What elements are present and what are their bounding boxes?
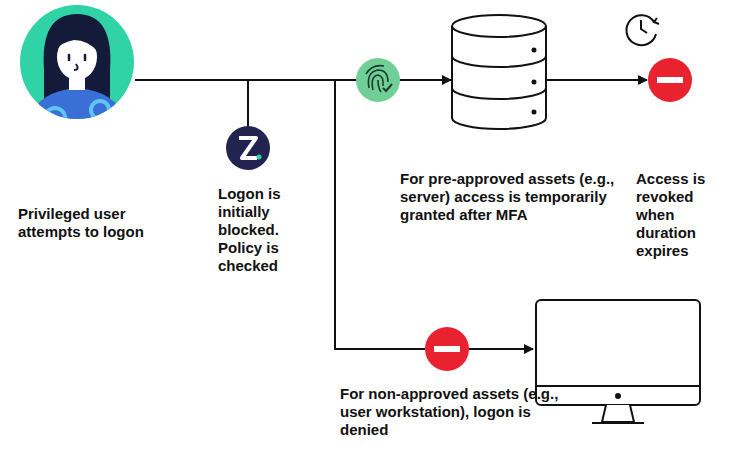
timer-clock <box>626 15 659 45</box>
mfa-fingerprint <box>356 58 400 102</box>
user-node: Privileged user attempts to logon <box>20 5 135 120</box>
connector <box>135 80 425 349</box>
deny-node: For non-approved assets (e.g., user work… <box>425 327 469 371</box>
policy-node: Logon is initially blocked. Policy is ch… <box>226 126 270 170</box>
connector <box>546 79 647 81</box>
server-database <box>452 15 546 129</box>
node-caption: Logon is initially blocked. Policy is ch… <box>218 185 318 275</box>
connector <box>135 80 248 126</box>
policy-logo <box>226 126 270 170</box>
arrow-to-workstation <box>469 348 533 350</box>
node-caption: For pre-approved assets (e.g., server) a… <box>400 170 630 224</box>
node-caption: Privileged user attempts to logon <box>18 205 178 241</box>
revoke-node: Access is revoked when duration expires <box>648 58 692 102</box>
workstation-monitor <box>536 300 700 423</box>
node-caption: Access is revoked when duration expires <box>636 170 736 260</box>
asset-node: For pre-approved assets (e.g., server) a… <box>452 15 546 130</box>
user-avatar <box>20 5 134 130</box>
node-caption: For non-approved assets (e.g., user work… <box>340 385 580 439</box>
